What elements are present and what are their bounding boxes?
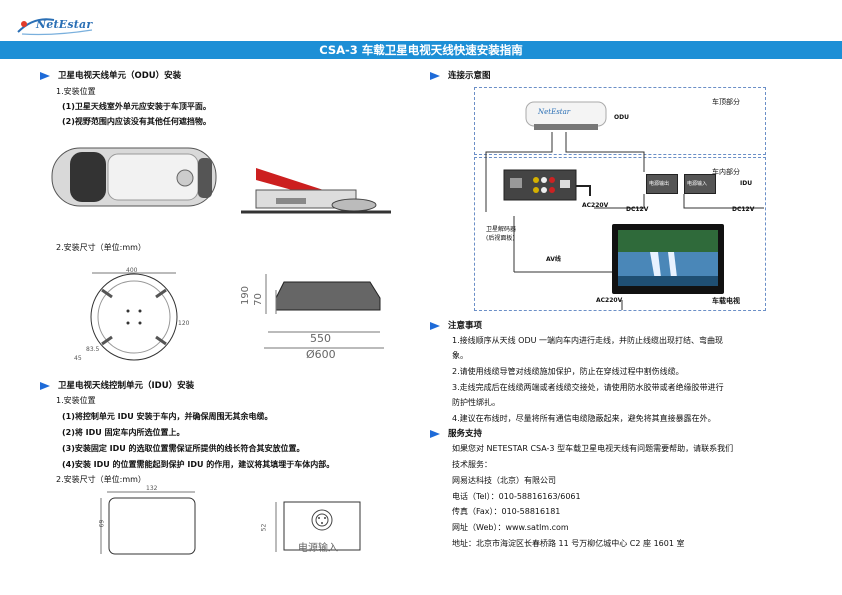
- support-line-2: 技术服务：: [452, 460, 492, 469]
- idu-power-label: 电源输入: [298, 543, 338, 554]
- note-line-6: 4.建议在布线时，尽量将所有通信电缆隐蔽起来，避免将其直接暴露在外。: [452, 414, 716, 423]
- logo-swoosh-icon: [17, 18, 93, 36]
- dim-52: 52: [260, 523, 268, 532]
- dim-600: Ø600: [306, 348, 336, 361]
- idu-btn-power-out: 电源输出: [649, 181, 670, 187]
- svg-text:NetEstar: NetEstar: [537, 108, 571, 116]
- odu-side-dimension-drawing: [264, 274, 384, 349]
- idu-front-dimension-drawing: [100, 491, 196, 555]
- support-company: 网易达科技（北京）有限公司: [452, 476, 556, 485]
- receiver-rear-panel-image: [503, 169, 591, 201]
- idu-unit-image: 电源输出: [646, 174, 678, 194]
- car-top-view-image: [51, 147, 217, 207]
- notes-heading: 注意事项: [430, 319, 482, 331]
- idu-pos-item-1: (1)将控制单元 IDU 安装于车内，并确保周围无其余电缆。: [62, 412, 273, 421]
- arrow-right-icon: [430, 71, 440, 80]
- note-line-4: 3.走线完成后在线缆两端或者线缆交接处，请使用防水胶带或者绝缘胶带进行: [452, 383, 724, 392]
- odu-pos-item-1: (1)卫星天线室外单元应安装于车顶平面。: [62, 102, 211, 111]
- dim-83: 83.5: [86, 346, 100, 353]
- note-line-3: 2.请使用线缆导管对线缆施加保护，防止在穿线过程中割伤线缆。: [452, 367, 684, 376]
- dc12v-b: DC12V: [732, 206, 755, 213]
- idu-pos-title: 1.安装位置: [56, 396, 96, 405]
- inside-label: 车内部分: [712, 168, 740, 176]
- idu-heading-text: 卫星电视天线控制单元（IDU）安装: [58, 381, 195, 391]
- av-cable-label: AV线: [546, 256, 561, 263]
- support-web: 网址（Web）：www.satlm.com: [452, 523, 569, 532]
- idu-size-title: 2.安装尺寸（单位:mm）: [56, 475, 146, 484]
- idu-side-dimension-drawing: [275, 501, 361, 552]
- dim-69: 69: [98, 519, 106, 528]
- roof-label: 车顶部分: [712, 98, 740, 106]
- dim-132: 132: [146, 485, 158, 492]
- support-heading-text: 服务支持: [448, 429, 483, 439]
- page-title: CSA-3 车载卫星电视天线快速安装指南: [0, 41, 842, 59]
- roof-section-box: [474, 87, 766, 155]
- idu-btn-power-in: 电源输入: [687, 181, 708, 187]
- inside-section-box: [474, 157, 766, 311]
- dc12v-a: DC12V: [626, 206, 649, 213]
- ac220v-tv: AC220V: [596, 297, 623, 304]
- support-line-1: 如果您对 NETESTAR CSA-3 型车载卫星电视天线有问题需要帮助，请联系…: [452, 444, 734, 453]
- odu-unit-image: NetEstar: [525, 101, 607, 130]
- connection-cables: [485, 132, 764, 310]
- note-line-1: 1.接线顺序从天线 ODU 一端向车内进行走线，并防止线缆出现打结、弯曲现: [452, 336, 724, 345]
- dim-120: 120: [178, 320, 190, 327]
- note-line-5: 防护性绑扎。: [452, 398, 500, 407]
- support-address: 地址：北京市海淀区长春桥路 11 号万柳亿城中心 C2 座 1601 室: [452, 539, 685, 548]
- support-fax: 传真（Fax）：010-58816181: [452, 507, 561, 516]
- diagram-heading: 连接示意图: [430, 69, 491, 81]
- odu-heading-text: 卫星电视天线单元（ODU）安装: [58, 71, 182, 81]
- idu-pos-item-3: (3)安装固定 IDU 的选取位置需保证所提供的线长符合其安放位置。: [62, 444, 305, 453]
- odu-label: ODU: [614, 114, 629, 121]
- dim-550: 550: [310, 332, 331, 345]
- odu-pos-item-2: (2)视野范围内应该没有其他任何遮挡物。: [62, 117, 211, 126]
- arrow-right-icon: [40, 71, 50, 80]
- support-heading: 服务支持: [430, 427, 482, 439]
- odu-heading: 卫星电视天线单元（ODU）安装: [40, 69, 181, 81]
- idu-label: IDU: [740, 180, 753, 187]
- netestar-logo: NetEstar: [14, 12, 104, 38]
- diagram-heading-text: 连接示意图: [448, 71, 491, 81]
- tv-label: 车载电视: [712, 297, 740, 305]
- idu-pos-item-2: (2)将 IDU 固定车内所选位置上。: [62, 428, 185, 437]
- logo-text: NetEstar: [36, 18, 93, 31]
- receiver-label: 卫星解码器: [486, 226, 517, 233]
- arrow-right-icon: [430, 429, 440, 438]
- ac220v-receiver: AC220V: [582, 202, 609, 209]
- receiver-sub-label: (后视面板): [486, 235, 515, 242]
- dim-400: 400: [126, 267, 138, 274]
- odu-side-view-image: [241, 168, 391, 214]
- notes-heading-text: 注意事项: [448, 321, 483, 331]
- idu-unit-image-2: 电源输入: [684, 174, 716, 194]
- arrow-right-icon: [430, 321, 440, 330]
- odu-pos-title: 1.安装位置: [56, 87, 96, 96]
- idu-heading: 卫星电视天线控制单元（IDU）安装: [40, 379, 194, 391]
- dim-70: 70: [252, 293, 264, 306]
- odu-size-title: 2.安装尺寸（单位:mm）: [56, 243, 146, 252]
- note-line-2: 象。: [452, 351, 468, 360]
- dim-45: 45: [74, 355, 82, 362]
- car-tv-image: [612, 224, 724, 294]
- dim-190: 190: [240, 285, 252, 306]
- idu-pos-item-4: (4)安装 IDU 的位置需能起到保护 IDU 的作用，建议将其填埋于车体内部。: [62, 460, 335, 469]
- arrow-right-icon: [40, 381, 50, 390]
- odu-top-dimension-drawing: [90, 272, 178, 361]
- support-tel: 电话（Tel）：010-58816163/6061: [452, 492, 581, 501]
